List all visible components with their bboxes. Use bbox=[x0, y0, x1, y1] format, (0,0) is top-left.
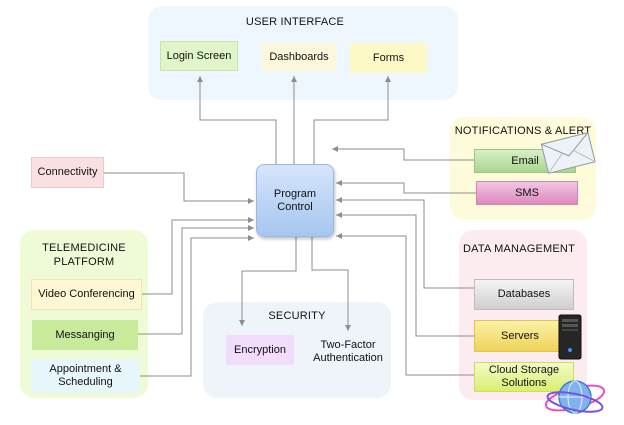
envelope-icon bbox=[540, 132, 596, 174]
server-tower-icon bbox=[558, 314, 582, 360]
two-factor-authentication-text: Two-Factor Authentication bbox=[313, 339, 383, 364]
line-to-login bbox=[197, 76, 277, 165]
line-to-2fa bbox=[311, 237, 351, 331]
line-from-servers bbox=[336, 212, 474, 337]
line-to-forms bbox=[313, 76, 391, 165]
line-from-databases bbox=[336, 197, 474, 289]
servers-box: Servers bbox=[474, 320, 574, 352]
dashboards-box: Dashboards bbox=[262, 43, 336, 71]
line-from-connectivity bbox=[104, 172, 254, 204]
login-screen-box: Login Screen bbox=[160, 41, 238, 71]
forms-box: Forms bbox=[350, 43, 427, 73]
line-from-video bbox=[142, 217, 254, 295]
cloud-storage-box: Cloud Storage Solutions bbox=[474, 362, 574, 392]
line-from-sms bbox=[336, 180, 476, 194]
encryption-box: Encryption bbox=[226, 335, 294, 365]
program-control-box: Program Control bbox=[256, 164, 334, 237]
sms-box: SMS bbox=[476, 181, 578, 205]
program-control-label: Program Control bbox=[273, 187, 317, 213]
telemedicine-title: TELEMEDICINE PLATFORM bbox=[42, 242, 126, 268]
line-from-email bbox=[332, 146, 474, 161]
security-title: SECURITY bbox=[268, 310, 326, 322]
line-from-appointment bbox=[140, 235, 254, 377]
messaging-box: Messanging bbox=[32, 320, 138, 350]
line-from-messaging bbox=[138, 225, 254, 335]
user-interface-title: USER INTERFACE bbox=[245, 16, 345, 28]
line-from-cloud bbox=[336, 233, 474, 376]
data-management-title: DATA MANAGEMENT bbox=[463, 243, 575, 255]
video-conferencing-box: Video Conferencing bbox=[31, 279, 142, 310]
notifications-title: NOTIFICATIONS & ALERT bbox=[454, 125, 592, 137]
connectivity-box: Connectivity bbox=[31, 157, 104, 188]
appointment-scheduling-box: Appointment & Scheduling bbox=[31, 359, 140, 393]
line-to-encryption bbox=[239, 237, 297, 326]
databases-box: Databases bbox=[474, 279, 574, 310]
cloud-globe-icon bbox=[544, 380, 606, 414]
